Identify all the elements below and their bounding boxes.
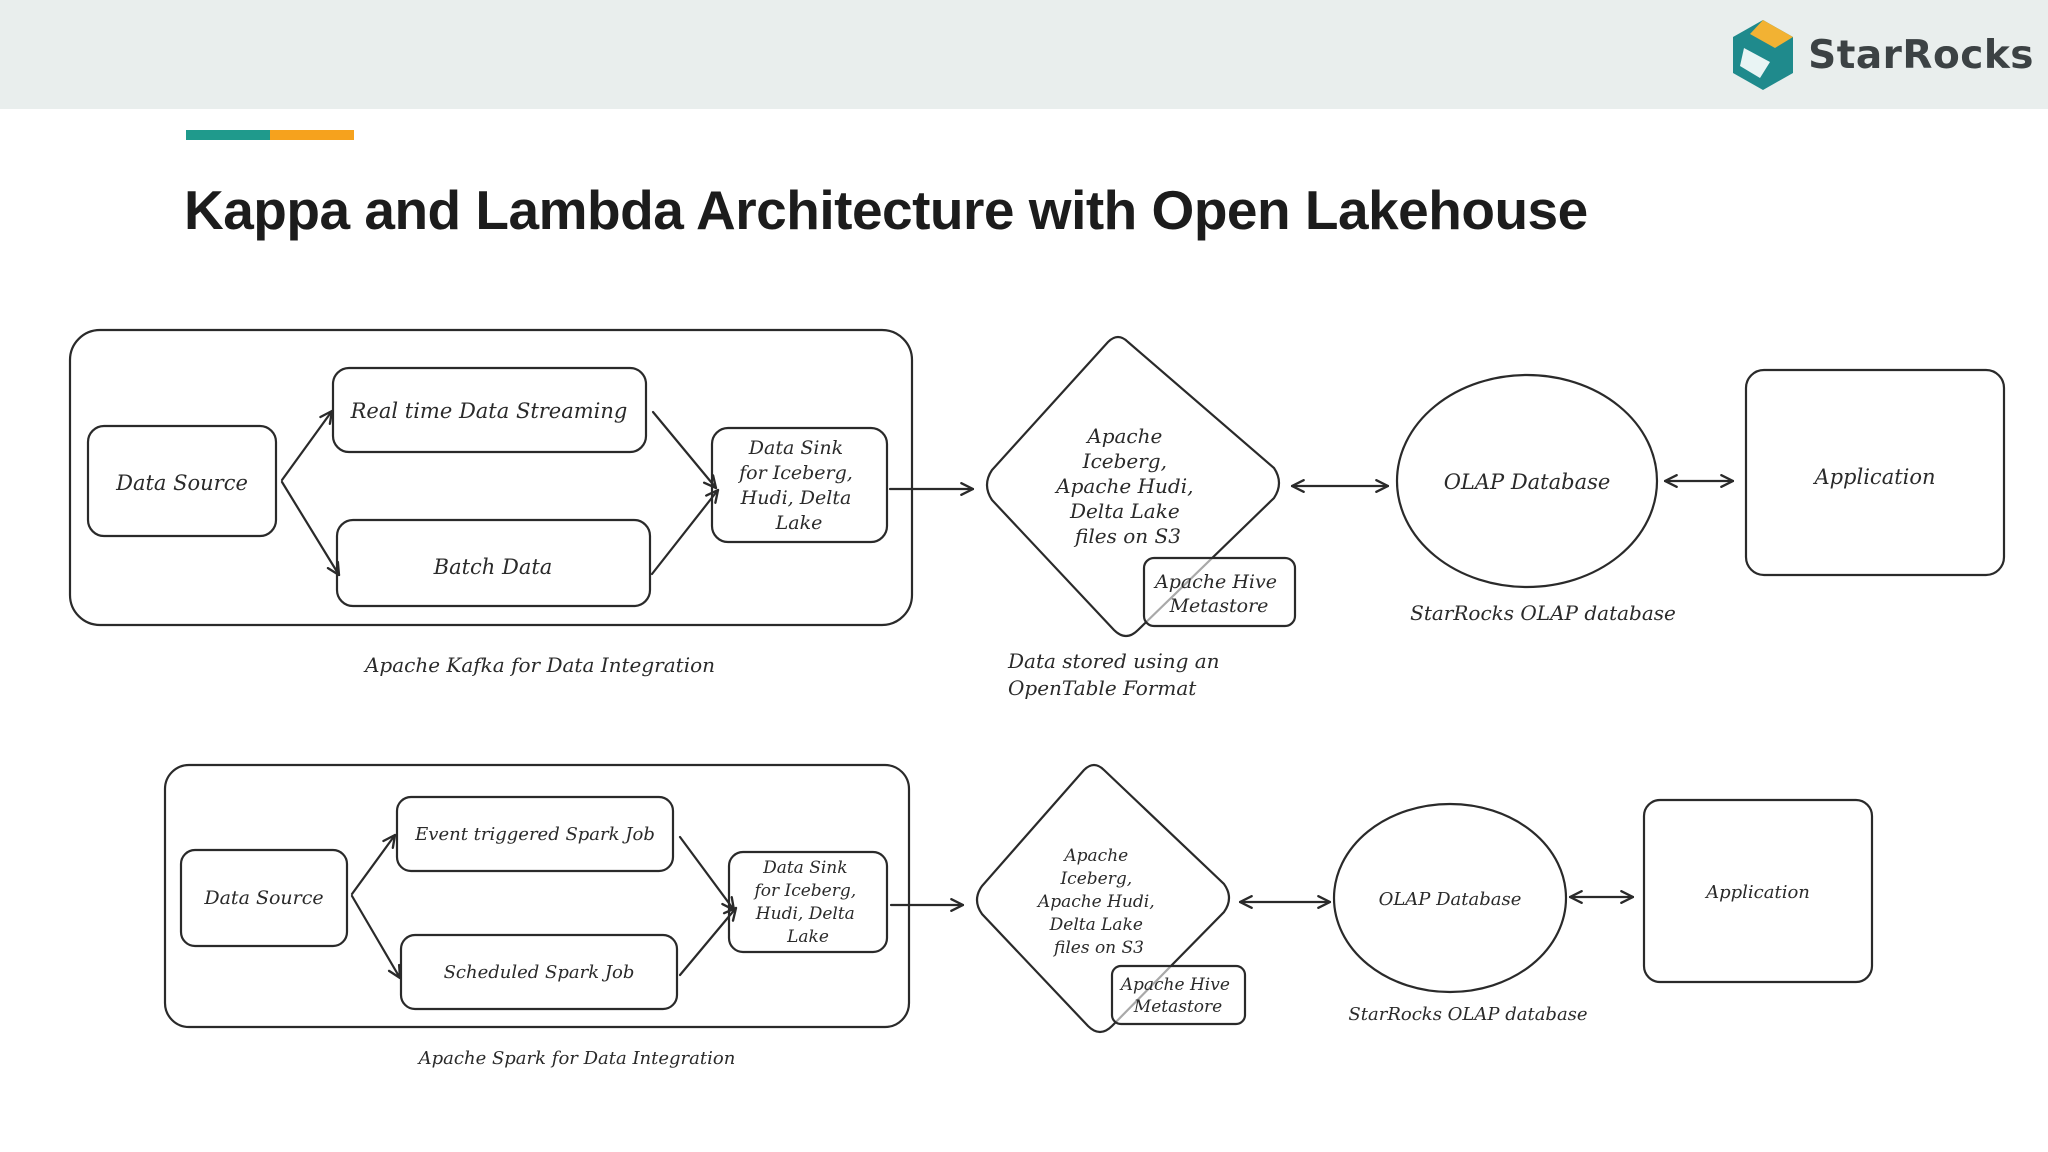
lambda-olap-label: OLAP Database — [1379, 889, 1522, 910]
logo-mark — [1740, 48, 1771, 78]
lambda-app-label: Application — [1704, 882, 1810, 903]
kafka-integration-group — [68, 328, 914, 627]
title-accent-bar — [186, 130, 354, 140]
brand-name: StarRocks — [1808, 32, 2034, 78]
kafka-group-caption: Apache Kafka for Data Integration — [363, 653, 715, 677]
lambda-olap-circle — [1332, 802, 1568, 994]
kappa-lakehouse-label: Apache Iceberg, Apache Hudi, Delta Lake … — [1054, 424, 1200, 548]
accent-orange — [270, 130, 354, 140]
lambda-olap-caption: StarRocks OLAP database — [1348, 1004, 1587, 1025]
spark-integration-group — [163, 763, 911, 1029]
kappa-sink-label: Data Sink for Iceberg, Hudi, Delta Lake — [737, 437, 859, 534]
kappa-metastore-box — [1142, 556, 1297, 628]
kappa-data-source-label: Data Source — [115, 471, 248, 495]
lambda-arrow-source-to-scheduled — [350, 894, 402, 980]
lambda-arrow-scheduled-to-sink — [678, 906, 738, 977]
kappa-stream-label: Real time Data Streaming — [350, 399, 628, 423]
logo-top-facet — [1750, 20, 1794, 48]
lambda-metastore-box — [1110, 964, 1247, 1026]
lambda-app-box — [1642, 798, 1874, 984]
kappa-arrow-source-to-batch — [280, 480, 341, 577]
lambda-data-source-box — [179, 848, 349, 948]
accent-teal — [186, 130, 270, 140]
lambda-data-source-label: Data Source — [203, 887, 323, 909]
kappa-olap-caption: StarRocks OLAP database — [1410, 601, 1676, 625]
starrocks-logo-icon — [1733, 20, 1794, 90]
lambda-event-job-label: Event triggered Spark Job — [414, 824, 655, 845]
spark-group-caption: Apache Spark for Data Integration — [417, 1048, 736, 1069]
header-bar: StarRocks — [0, 0, 2048, 109]
kappa-app-label: Application — [1812, 465, 1935, 489]
kappa-architecture: Data Source Real time Data Streaming Bat… — [68, 328, 2006, 700]
brand: StarRocks — [1730, 18, 2034, 92]
kappa-arrow-stream-to-sink — [651, 410, 718, 490]
lambda-architecture: Data Source Event triggered Spark Job Sc… — [163, 763, 1874, 1069]
lambda-scheduled-job-label: Scheduled Spark Job — [444, 962, 635, 983]
lake-caption: Data stored using an OpenTable Format — [1007, 649, 1226, 700]
kappa-metastore-label: Apache Hive Metastore — [1153, 571, 1283, 617]
lambda-arrow-event-to-sink — [678, 835, 736, 912]
kappa-olap-circle — [1395, 373, 1659, 589]
kappa-arrow-batch-to-sink — [650, 488, 720, 576]
kappa-olap-label: OLAP Database — [1444, 470, 1611, 494]
lambda-arrow-source-to-event — [350, 833, 397, 896]
lambda-event-job-box — [395, 795, 675, 873]
lambda-sink-label: Data Sink for Iceberg, Hudi, Delta Lake — [752, 858, 861, 947]
page-title: Kappa and Lambda Architecture with Open … — [184, 179, 1588, 241]
kappa-batch-label: Batch Data — [433, 555, 553, 579]
lambda-lakehouse-label: Apache Iceberg, Apache Hudi, Delta Lake … — [1036, 846, 1160, 958]
kappa-app-box — [1744, 368, 2006, 577]
kappa-arrow-source-to-stream — [280, 409, 334, 482]
kappa-data-source-box — [86, 424, 278, 538]
lambda-metastore-label: Apache Hive Metastore — [1119, 975, 1236, 1017]
